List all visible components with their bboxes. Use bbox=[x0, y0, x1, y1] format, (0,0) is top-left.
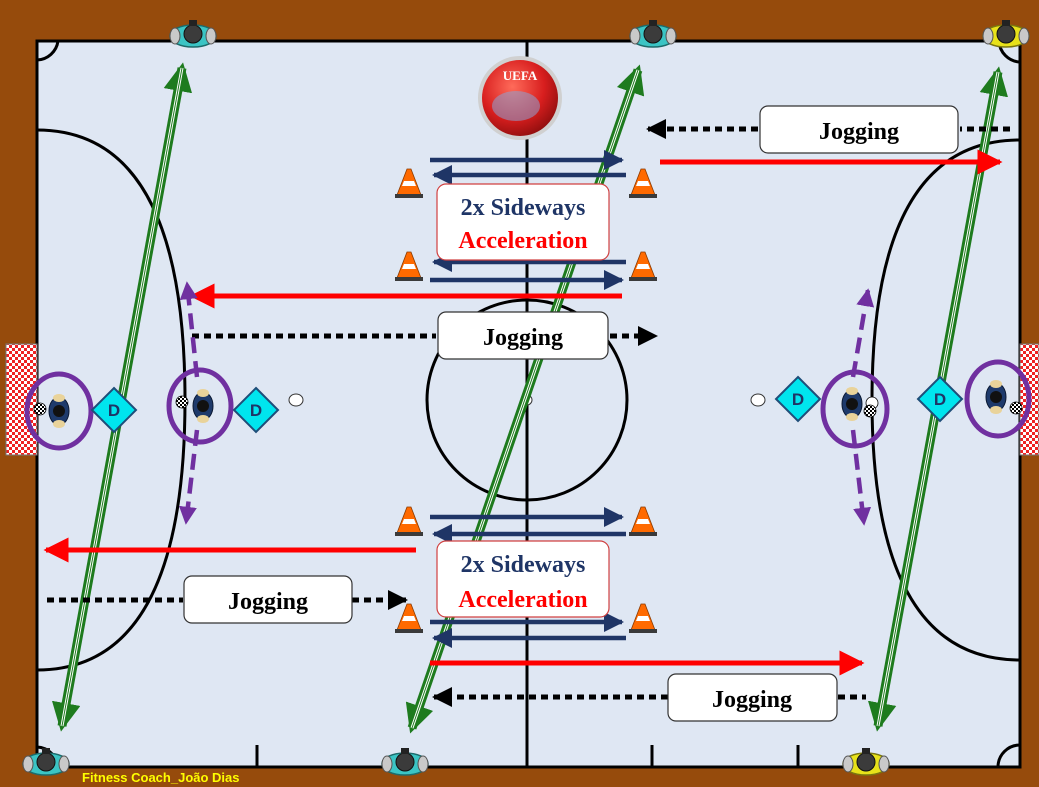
d-badge: D bbox=[774, 375, 822, 423]
svg-text:Jogging: Jogging bbox=[228, 589, 308, 615]
penalty-spot-left bbox=[288, 393, 304, 407]
svg-text:Acceleration: Acceleration bbox=[458, 228, 587, 254]
credit-text: Fitness Coach_João Dias bbox=[82, 770, 240, 785]
svg-text:Jogging: Jogging bbox=[819, 119, 899, 145]
svg-text:UEFA: UEFA bbox=[503, 68, 538, 83]
label-sideways-acceleration-top: 2x Sideways Acceleration bbox=[436, 183, 610, 261]
acceleration-arrows bbox=[43, 149, 1003, 676]
svg-text:2x Sideways: 2x Sideways bbox=[461, 195, 586, 221]
d-badge: D bbox=[90, 386, 138, 434]
d-badge: D bbox=[232, 386, 280, 434]
label-jogging-middle: Jogging bbox=[437, 311, 609, 360]
svg-text:D: D bbox=[108, 401, 120, 420]
svg-text:Jogging: Jogging bbox=[712, 687, 792, 713]
label-jogging-top-right: Jogging bbox=[759, 105, 959, 154]
diagonal-lane-center bbox=[405, 64, 645, 734]
svg-text:D: D bbox=[792, 390, 804, 409]
svg-text:2x Sideways: 2x Sideways bbox=[461, 552, 586, 578]
jogging-arrows bbox=[47, 119, 1010, 707]
svg-text:Acceleration: Acceleration bbox=[458, 587, 587, 613]
svg-text:Jogging: Jogging bbox=[483, 325, 563, 351]
label-jogging-bottom-left: Jogging bbox=[183, 575, 353, 624]
penalty-spot-right bbox=[750, 393, 766, 407]
svg-text:D: D bbox=[934, 390, 946, 409]
balls bbox=[33, 395, 1023, 418]
defender-rings bbox=[24, 359, 1032, 451]
uefa-logo: UEFA bbox=[478, 56, 562, 140]
svg-text:D: D bbox=[250, 401, 262, 420]
defender-badges: D D D D bbox=[90, 375, 964, 434]
goal-net-left bbox=[5, 343, 38, 456]
d-badge: D bbox=[916, 375, 964, 423]
label-sideways-acceleration-bottom: 2x Sideways Acceleration bbox=[436, 540, 610, 618]
sideways-arrows bbox=[430, 149, 626, 649]
label-jogging-bottom-right: Jogging bbox=[667, 673, 838, 722]
